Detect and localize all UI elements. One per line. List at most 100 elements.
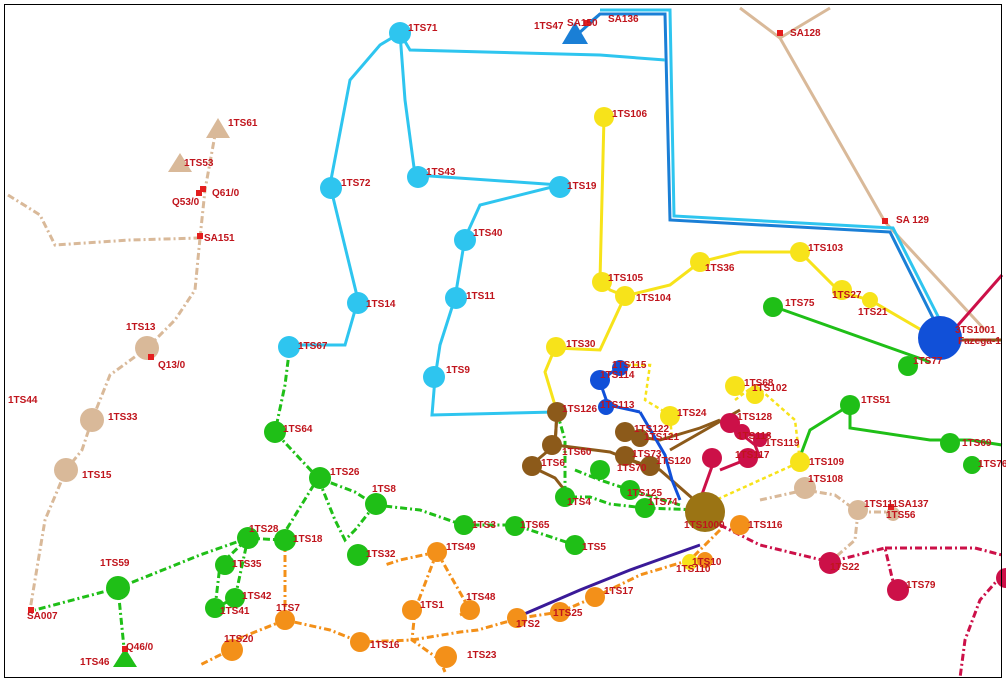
node-1TS73[interactable] [615, 446, 635, 466]
label-1TS27: 1TS27 [832, 290, 862, 301]
node-1TS59[interactable] [106, 576, 130, 600]
node-1TS16[interactable] [350, 632, 370, 652]
node-1TS48[interactable] [460, 600, 480, 620]
switch-SA007[interactable] [28, 607, 34, 613]
node-1TS116[interactable] [730, 515, 750, 535]
node-1TS1[interactable] [402, 600, 422, 620]
node-1TS109[interactable] [790, 452, 810, 472]
node-1TS51[interactable] [840, 395, 860, 415]
node-1TS43[interactable] [407, 166, 429, 188]
node-triangle-1TS53[interactable] [168, 153, 192, 172]
label-1TS114: 1TS114 [600, 370, 635, 381]
node-1TS114[interactable] [590, 370, 610, 390]
node-1TS33[interactable] [80, 408, 104, 432]
node-1TS9[interactable] [423, 366, 445, 388]
node-crimson-cluster[interactable] [702, 448, 722, 468]
node-1TS110[interactable] [682, 554, 698, 570]
node-1TS111[interactable] [848, 500, 868, 520]
node-1TS70[interactable] [590, 460, 610, 480]
node-1TS56[interactable] [886, 507, 900, 521]
node-1TS117[interactable] [738, 448, 758, 468]
node-1TS23[interactable] [435, 646, 457, 668]
node-1TS11[interactable] [445, 287, 467, 309]
node-1TS69[interactable] [725, 376, 745, 396]
node-1TS35[interactable] [215, 555, 235, 575]
node-triangle-1TS61[interactable] [206, 118, 230, 138]
node-1TS28[interactable] [237, 527, 259, 549]
node-1TS15[interactable] [54, 458, 78, 482]
switch-SA150[interactable] [584, 20, 590, 26]
node-1TS40[interactable] [454, 229, 476, 251]
node-1TS6[interactable] [522, 456, 542, 476]
node-1TS102[interactable] [746, 386, 764, 404]
node-1TS30[interactable] [546, 337, 566, 357]
node-1TS79[interactable] [887, 579, 909, 601]
node-1TS75[interactable] [763, 297, 783, 317]
node-1TS36[interactable] [690, 252, 710, 272]
node-1TS2[interactable] [507, 608, 527, 628]
label-1TS105: 1TS105 [608, 273, 643, 284]
node-1TS1000-hub[interactable] [685, 492, 725, 532]
node-1TS108[interactable] [794, 477, 816, 499]
switch-SA151[interactable] [197, 233, 203, 239]
switch-Q46[interactable] [122, 646, 128, 652]
node-1TS18[interactable] [274, 529, 296, 551]
node-1TS3[interactable] [454, 515, 474, 535]
node-1TS65[interactable] [505, 516, 525, 536]
node-1TS4[interactable] [555, 487, 575, 507]
node-1TS24[interactable] [660, 406, 680, 426]
node-1TS42[interactable] [225, 588, 245, 608]
node-1TS118[interactable] [734, 424, 750, 440]
node-1TS21[interactable] [862, 292, 878, 308]
switch-SA137[interactable] [888, 504, 894, 510]
switch-Q13[interactable] [148, 354, 154, 360]
node-triangle-1TS47[interactable] [562, 22, 588, 44]
nodes[interactable] [28, 20, 1006, 668]
node-1TS103[interactable] [790, 242, 810, 262]
node-1TS64[interactable] [264, 421, 286, 443]
node-1TS10[interactable] [697, 552, 713, 568]
node-1TS17[interactable] [585, 587, 605, 607]
node-1TS20[interactable] [221, 639, 243, 661]
node-1TS74[interactable] [635, 498, 655, 518]
node-1TS68[interactable] [940, 433, 960, 453]
node-1TS32[interactable] [347, 544, 369, 566]
node-1TS67[interactable] [278, 336, 300, 358]
node-1TS104[interactable] [615, 286, 635, 306]
switch-SA129[interactable] [882, 218, 888, 224]
node-1TS113[interactable] [598, 399, 614, 415]
node-1TS22[interactable] [819, 552, 841, 574]
node-1TS77[interactable] [898, 356, 918, 376]
node-1TS128[interactable] [720, 413, 740, 433]
node-triangle-1TS46[interactable] [113, 648, 137, 667]
node-1TS122[interactable] [615, 422, 635, 442]
node-1TS120[interactable] [640, 456, 660, 476]
node-1TS105[interactable] [592, 272, 612, 292]
node-1TS13[interactable] [135, 336, 159, 360]
node-1TS14[interactable] [347, 292, 369, 314]
node-1TS76[interactable] [963, 456, 981, 474]
switch-Q53[interactable] [196, 190, 202, 196]
node-1TS119[interactable] [753, 433, 767, 447]
node-1TS106[interactable] [594, 107, 614, 127]
node-1TS72[interactable] [320, 177, 342, 199]
node-1TS25[interactable] [550, 602, 570, 622]
node-1TS121[interactable] [631, 429, 649, 447]
node-1TS8[interactable] [365, 493, 387, 515]
node-1TS27[interactable] [832, 280, 852, 300]
node-1TS41[interactable] [205, 598, 225, 618]
node-1TS115[interactable] [612, 360, 628, 376]
node-1TS5[interactable] [565, 535, 585, 555]
switch-Q61[interactable] [200, 186, 206, 192]
node-1TS125[interactable] [620, 480, 640, 500]
node-1TS7[interactable] [275, 610, 295, 630]
node-1TS60[interactable] [542, 435, 562, 455]
switch-SA128[interactable] [777, 30, 783, 36]
node-1TS26[interactable] [309, 467, 331, 489]
node-1TS71[interactable] [389, 22, 411, 44]
node-3TS1001-hub[interactable] [918, 316, 962, 360]
node-1TS19[interactable] [549, 176, 571, 198]
node-1TS49[interactable] [427, 542, 447, 562]
node-1TS126[interactable] [547, 402, 567, 422]
